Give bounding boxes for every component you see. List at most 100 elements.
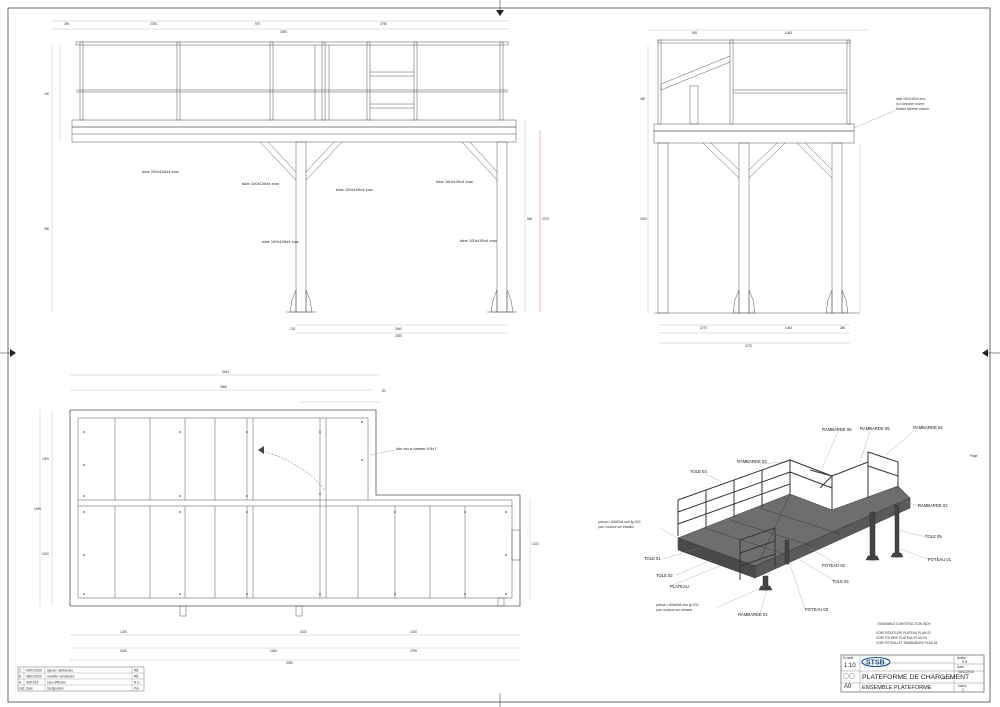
rev-par: RB bbox=[134, 669, 138, 673]
side-elevation bbox=[51, 20, 541, 334]
side-note: tube 100x100x4 inox bbox=[336, 187, 373, 192]
rev-header: Ind. bbox=[19, 687, 24, 691]
plan-dim: 1100 bbox=[42, 552, 49, 556]
assembly-note: VOIR POTEAU ET RAMBARDES PLAN 04 bbox=[876, 641, 938, 645]
iso-label: pour soudure sur existant bbox=[598, 525, 634, 529]
plan-bolts bbox=[83, 421, 507, 595]
rev-date: 09/02/2016 bbox=[26, 669, 42, 673]
iso-label: prevoir L 80x80x8 inox lg=200 bbox=[656, 603, 699, 607]
plan-note: tole alu a damier 5.5x7 bbox=[396, 446, 437, 451]
iso-label: RAMBARDE 05 bbox=[860, 426, 890, 431]
side-note: tube 100x100x4 inox bbox=[242, 181, 279, 186]
rev-designation: ajouter rambardes bbox=[47, 669, 73, 673]
isometric-seams bbox=[704, 493, 841, 561]
iso-label: TOLE 03 bbox=[690, 469, 707, 474]
plan-dim: 1200 bbox=[410, 630, 417, 634]
company-logo: STSB bbox=[861, 656, 891, 668]
end-dim: 1063 bbox=[785, 31, 792, 35]
iso-label: RAMBARDE 02 bbox=[918, 503, 948, 508]
isometric-railings bbox=[677, 451, 899, 580]
rev-ind: B bbox=[19, 675, 21, 679]
side-dim: 560 bbox=[527, 217, 533, 221]
plan-dim: 1490 bbox=[34, 507, 41, 511]
side-dim: 3390 bbox=[395, 334, 402, 338]
plan-dim: 1100 bbox=[532, 542, 539, 546]
iso-label: POTEAU 02 bbox=[822, 563, 846, 568]
index-value: C bbox=[962, 688, 965, 692]
plan-dim: 3240 bbox=[120, 649, 127, 653]
iso-label: PLATEAU bbox=[670, 584, 689, 589]
side-dim: 380 bbox=[44, 227, 50, 231]
end-note-line: fixation barriere voisure bbox=[896, 107, 929, 111]
iso-label: pour soudure sur existant bbox=[656, 608, 692, 612]
rev-ind: C bbox=[19, 669, 22, 673]
drawing-subtitle: ENSEMBLE PLATEFORME bbox=[862, 685, 932, 691]
plan-dim: 3100 bbox=[300, 630, 307, 634]
plan-dim: 2750 bbox=[410, 649, 417, 653]
isometric-labels: RAMBARDE 06 RAMBARDE 05 RAMBARDE 04 RAMB… bbox=[598, 425, 952, 617]
assembly-note: VOIR TOLERIE PLATEAU PLAN 03 bbox=[876, 636, 927, 640]
iso-label: prevoir L 80x80x8 inox lg=200 bbox=[598, 520, 641, 524]
end-note-line: tube 200x100x4 inox bbox=[896, 97, 926, 101]
side-note: tube 100x100x4 inox bbox=[460, 238, 497, 243]
isometric-leaders bbox=[659, 429, 931, 613]
iso-label: TOLE 02 bbox=[656, 573, 673, 578]
end-note-line: /p a dessiner ouvert bbox=[896, 102, 924, 106]
iso-label: TOLE 05 bbox=[925, 534, 942, 539]
isometric-view bbox=[677, 485, 911, 591]
plan-dim: 3666 bbox=[220, 385, 227, 389]
side-dim: 2780 bbox=[150, 22, 157, 26]
drawing-title: PLATEFORME DE CHARGEMENT bbox=[862, 674, 969, 681]
rev-header: Par bbox=[134, 687, 140, 691]
end-dim: 380 bbox=[840, 326, 846, 330]
end-dim: 1063 bbox=[785, 326, 792, 330]
rev-date: 05/02/16 bbox=[26, 681, 39, 685]
side-note: tube 100x100x4 inox bbox=[436, 179, 473, 184]
end-dim: 2270 bbox=[745, 344, 752, 348]
rev-par: RB bbox=[134, 675, 138, 679]
iso-label: POTEAU 01 bbox=[928, 557, 952, 562]
title-block: Echelle 1:10 A0 STSB PLATEFORME DE CHARG… bbox=[840, 654, 985, 693]
plan-dim: 80 bbox=[382, 389, 386, 393]
side-dim: 2270 bbox=[542, 217, 549, 221]
author-value: R.B bbox=[962, 660, 967, 664]
plan-dim: 1200 bbox=[120, 630, 127, 634]
plan-dim: 1460 bbox=[270, 649, 277, 653]
sheet-border bbox=[7, 7, 991, 703]
plan-dim: 3944 bbox=[222, 370, 229, 374]
date-label: Date bbox=[957, 665, 964, 669]
iso-label: POTEAU 03 bbox=[805, 607, 829, 612]
side-note: tube 200x100x4 inox bbox=[142, 169, 179, 174]
side-dim: 970 bbox=[255, 22, 261, 26]
end-dim: 981 bbox=[692, 31, 698, 35]
side-dim: 120 bbox=[290, 327, 296, 331]
end-dim: 2270 bbox=[700, 326, 707, 330]
logo-text: STSB bbox=[866, 660, 885, 667]
format-value: A0 bbox=[844, 684, 852, 690]
assembly-note: VOIR OSSATURE PLATEAU PLAN 02 bbox=[876, 631, 931, 635]
plan-view bbox=[39, 374, 531, 661]
plan-dim: 1000 bbox=[42, 457, 49, 461]
scale-label: Echelle bbox=[843, 656, 854, 660]
side-dim: 2750 bbox=[380, 22, 387, 26]
iso-label: RAMBARDE 04 bbox=[913, 425, 943, 430]
side-elevation-notes: tube 200x100x4 inox tube 100x100x4 inox … bbox=[142, 169, 497, 244]
rev-header: Date bbox=[26, 687, 33, 691]
iso-label: RAMBARDE 01 bbox=[738, 612, 768, 617]
side-dim: 200 bbox=[44, 92, 50, 96]
number-label: N° bbox=[943, 676, 947, 680]
margin-tag: Page bbox=[970, 454, 978, 458]
rev-designation: 1ere diffusion bbox=[47, 681, 66, 685]
iso-label: TOLE 04 bbox=[832, 579, 849, 584]
end-dim: 1810 bbox=[640, 217, 647, 221]
index-label: Indice bbox=[958, 684, 967, 688]
number-value: 01 bbox=[948, 676, 952, 680]
iso-label: TOLE 01 bbox=[644, 556, 661, 561]
rev-date: 08/02/2016 bbox=[26, 675, 42, 679]
end-elevation-note: tube 200x100x4 inox /p a dessiner ouvert… bbox=[896, 97, 929, 111]
side-dim: 390 bbox=[64, 22, 70, 26]
iso-label: RAMBARDE 03 bbox=[737, 459, 767, 464]
rev-header: Designation bbox=[47, 687, 64, 691]
